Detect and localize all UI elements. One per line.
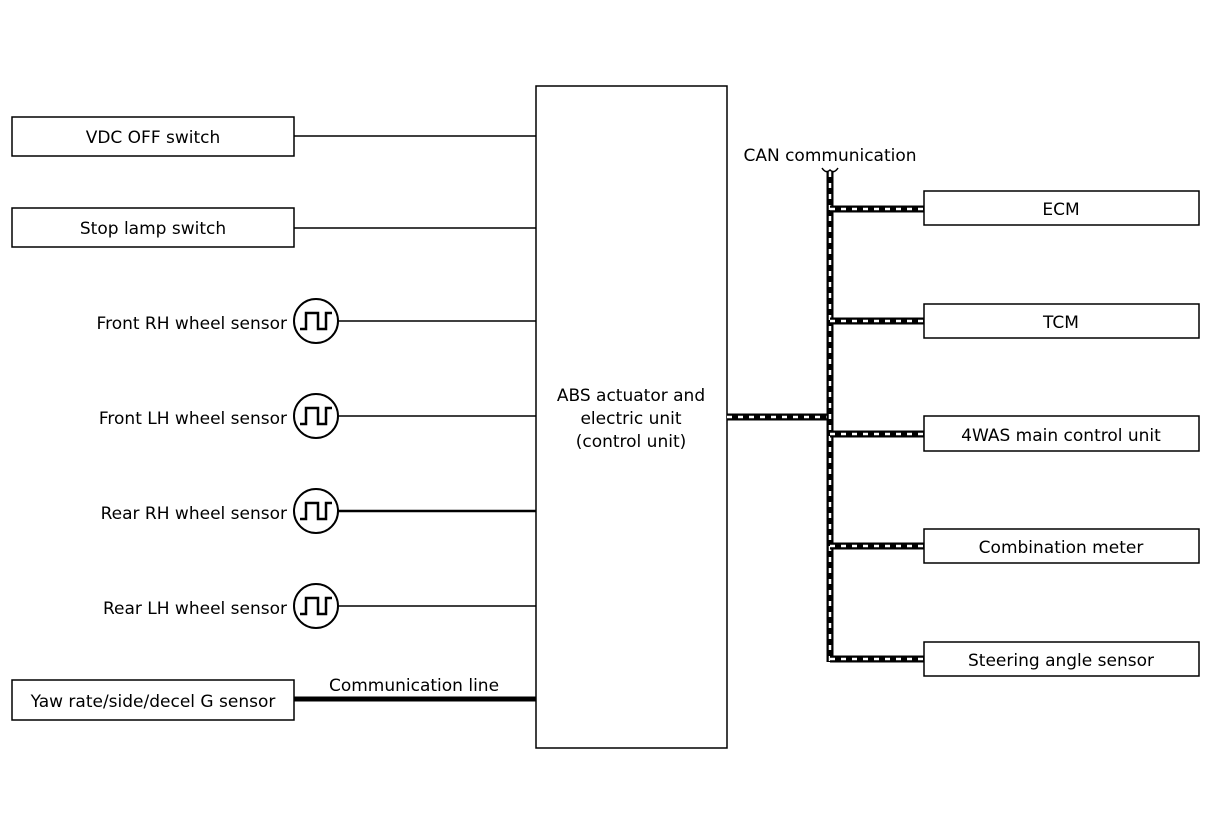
- combination-meter-block: Combination meter: [923, 528, 1200, 564]
- pulse-signal-icon: [292, 582, 340, 630]
- abs-control-unit: ABS actuator and electric unit (control …: [535, 85, 728, 749]
- rear-lh-wheel-sensor: Rear LH wheel sensor: [103, 582, 340, 630]
- yaw-rate-sensor-block: Yaw rate/side/decel G sensor: [11, 679, 295, 721]
- rear-rh-wheel-sensor-label: Rear RH wheel sensor: [101, 504, 287, 524]
- ecm-label: ECM: [1042, 200, 1079, 220]
- fourwas-block: 4WAS main control unit: [923, 415, 1200, 452]
- fourwas-label: 4WAS main control unit: [961, 426, 1161, 446]
- front-lh-wheel-sensor: Front LH wheel sensor: [99, 392, 340, 440]
- rear-lh-wheel-sensor-label: Rear LH wheel sensor: [103, 599, 287, 619]
- pulse-signal-icon: [292, 297, 340, 345]
- vdc-off-switch-label: VDC OFF switch: [86, 128, 221, 148]
- control-unit-line2: electric unit: [580, 409, 681, 429]
- yaw-rate-sensor-label: Yaw rate/side/decel G sensor: [30, 692, 276, 712]
- tcm-label: TCM: [1042, 313, 1079, 333]
- front-rh-wheel-sensor: Front RH wheel sensor: [97, 297, 340, 345]
- tcm-block: TCM: [923, 303, 1200, 339]
- steering-angle-sensor-label: Steering angle sensor: [968, 651, 1154, 671]
- combination-meter-label: Combination meter: [979, 538, 1144, 558]
- pulse-signal-icon: [292, 392, 340, 440]
- stop-lamp-switch-block: Stop lamp switch: [11, 207, 295, 248]
- control-unit-line1: ABS actuator and: [557, 386, 705, 406]
- steering-angle-sensor-block: Steering angle sensor: [923, 641, 1200, 677]
- vdc-off-switch-block: VDC OFF switch: [11, 116, 295, 157]
- rear-rh-wheel-sensor: Rear RH wheel sensor: [101, 487, 340, 535]
- can-bracket-icon: [821, 167, 839, 173]
- pulse-signal-icon: [292, 487, 340, 535]
- can-bus: [727, 172, 924, 663]
- front-rh-wheel-sensor-label: Front RH wheel sensor: [97, 314, 287, 334]
- communication-line-label: Communication line: [329, 676, 499, 696]
- stop-lamp-switch-label: Stop lamp switch: [80, 219, 226, 239]
- front-lh-wheel-sensor-label: Front LH wheel sensor: [99, 409, 287, 429]
- ecm-block: ECM: [923, 190, 1200, 226]
- can-communication-label: CAN communication: [743, 146, 916, 166]
- control-unit-line3: (control unit): [576, 432, 687, 452]
